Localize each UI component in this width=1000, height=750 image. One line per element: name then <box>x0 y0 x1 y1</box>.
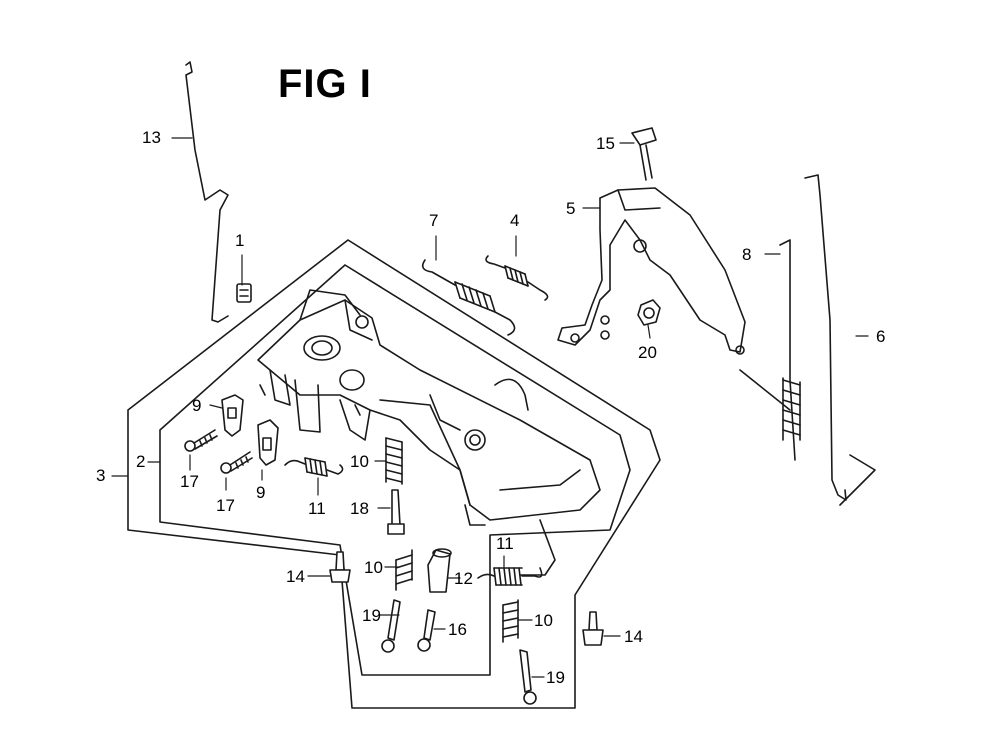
callout-15: 15 <box>596 134 615 153</box>
control-bracket <box>257 289 601 576</box>
callout-13: 13 <box>142 128 161 147</box>
callout-10b: 10 <box>364 558 383 577</box>
spring-10b <box>395 549 413 591</box>
bolt-19b <box>519 649 537 705</box>
callout-2: 2 <box>136 452 146 471</box>
callout-17a: 17 <box>180 472 199 491</box>
callout-10a: 10 <box>350 452 369 471</box>
callout-leaders <box>111 137 869 678</box>
bolt-14b <box>582 611 604 646</box>
control-lever <box>557 187 746 355</box>
callout-17b: 17 <box>216 496 235 515</box>
callout-9b: 9 <box>256 483 266 502</box>
pin-15 <box>631 127 657 181</box>
spring-7 <box>421 259 516 336</box>
nut-20 <box>637 299 661 326</box>
callout-19a: 19 <box>362 606 381 625</box>
callout-9a: 9 <box>192 396 202 415</box>
spring-11b <box>477 567 543 586</box>
callout-5: 5 <box>566 199 576 218</box>
callout-4: 4 <box>510 211 520 230</box>
callout-18: 18 <box>350 499 369 518</box>
bracket-9a <box>221 394 244 437</box>
assembly-outline-3 <box>127 239 661 709</box>
bolt-14a <box>329 551 351 583</box>
spring-10a <box>385 437 403 485</box>
rod-clip <box>236 283 252 303</box>
callout-7: 7 <box>429 211 439 230</box>
choke-rod <box>185 61 229 323</box>
callout-12: 12 <box>454 569 473 588</box>
callout-16: 16 <box>448 620 467 639</box>
leader-lines <box>739 369 876 506</box>
rod-8 <box>779 239 801 461</box>
callout-8: 8 <box>742 245 752 264</box>
callout-20: 20 <box>638 343 657 362</box>
bolt-19a <box>381 599 401 653</box>
callout-14b: 14 <box>624 627 643 646</box>
screw-17a <box>184 429 218 452</box>
bracket-9b <box>257 419 279 466</box>
callout-11a: 11 <box>308 499 326 518</box>
callout-10c: 10 <box>534 611 553 630</box>
screw-17b <box>220 451 253 474</box>
bolt-18 <box>387 489 405 535</box>
governor-rod <box>804 174 847 501</box>
callout-11b: 11 <box>496 534 514 553</box>
collar-12 <box>427 548 452 593</box>
callout-3: 3 <box>96 466 106 485</box>
assembly-outline-2 <box>159 264 631 676</box>
figure-title: FIG I <box>278 62 372 106</box>
callout-1: 1 <box>235 231 245 250</box>
bolt-16 <box>417 609 436 652</box>
spring-10c <box>502 599 519 643</box>
spring-11a <box>284 457 344 477</box>
callout-14a: 14 <box>286 567 305 586</box>
spring-4 <box>485 255 549 301</box>
callout-6: 6 <box>876 327 886 346</box>
callout-19b: 19 <box>546 668 565 687</box>
